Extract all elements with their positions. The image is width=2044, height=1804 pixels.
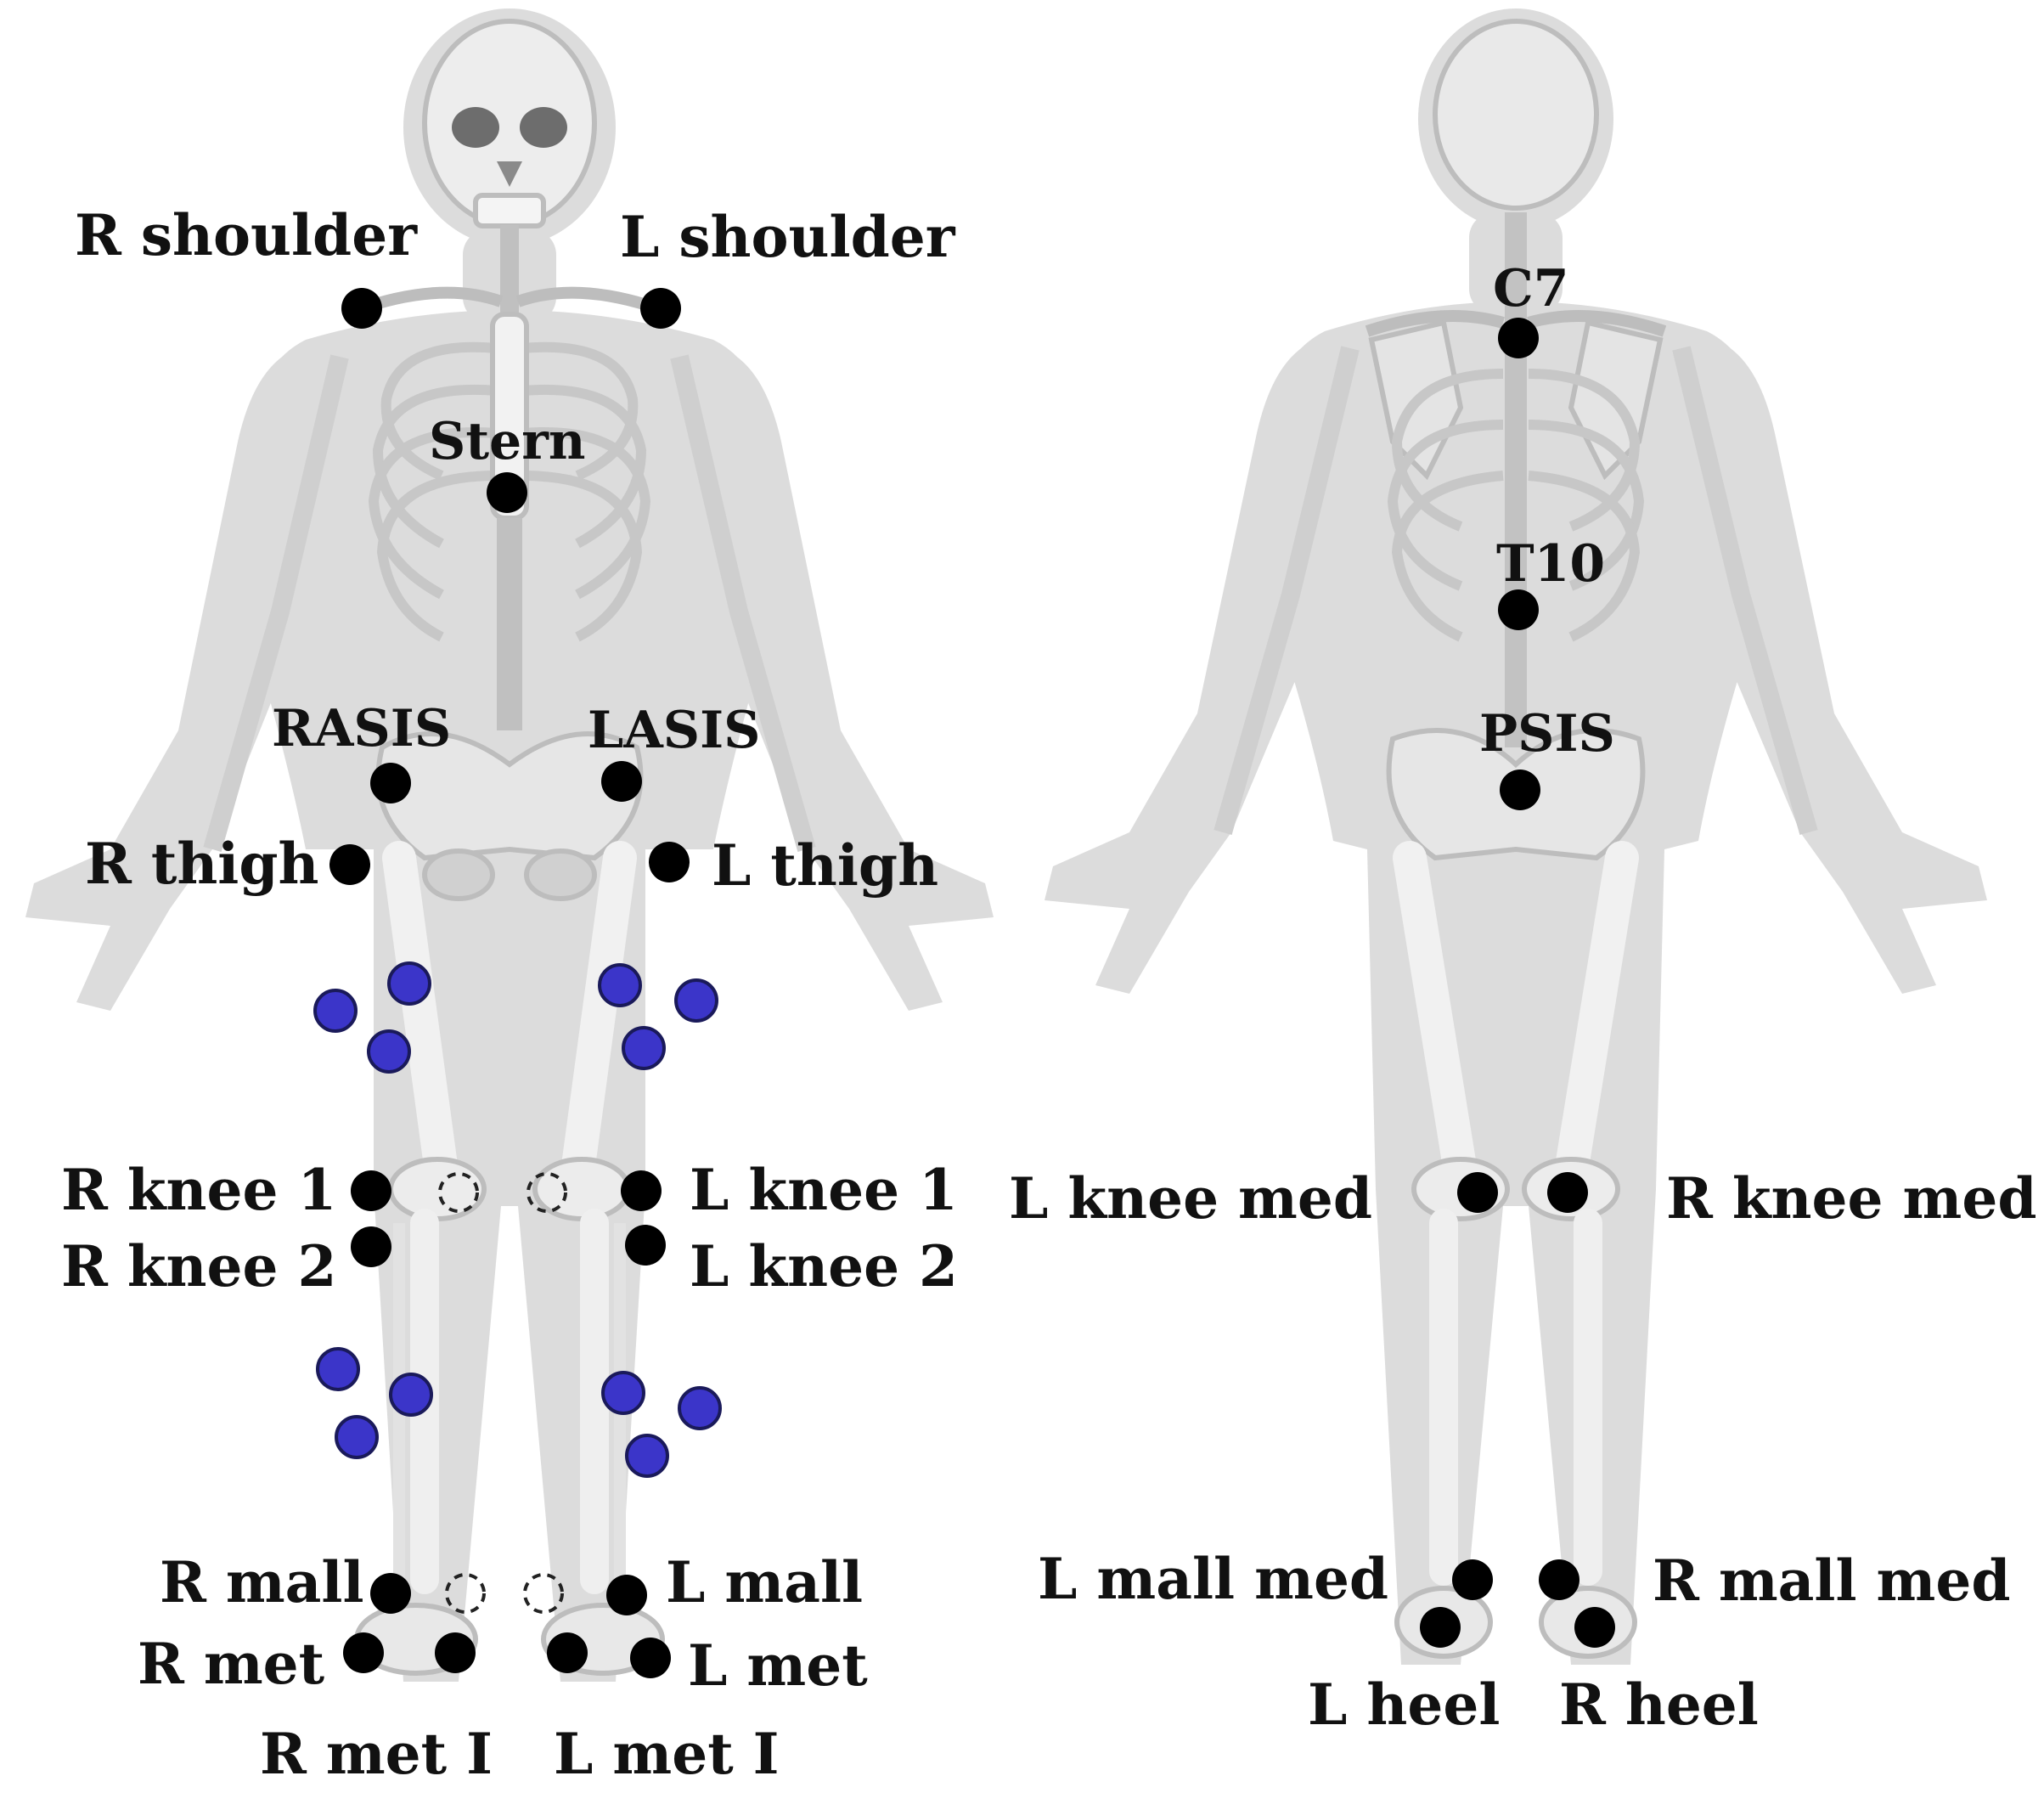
anatomical-markers-front: [329, 288, 690, 1678]
cluster-marker-l-thigh-1: [598, 963, 642, 1007]
marker-r-knee-1: [351, 1170, 391, 1211]
label-r-met-i: R met I: [260, 1721, 493, 1787]
label-l-heel: L heel: [1308, 1672, 1500, 1738]
label-l-met: L met: [688, 1632, 868, 1699]
marker-l-shoulder: [640, 288, 681, 329]
virtual-marker-r-knee-med: [438, 1172, 479, 1213]
marker-t10: [1498, 589, 1539, 630]
label-t10: T10: [1496, 534, 1605, 594]
marker-l-mall: [606, 1575, 647, 1615]
back-labels: C7 T10 PSIS L knee med R knee med L mall…: [1009, 259, 2036, 1738]
marker-l-knee-2: [625, 1225, 666, 1266]
marker-l-heel: [1420, 1607, 1461, 1648]
label-r-knee-1: R knee 1: [61, 1157, 336, 1223]
label-l-met-i: L met I: [554, 1721, 780, 1787]
marker-stern: [487, 472, 527, 513]
label-r-knee-2: R knee 2: [61, 1233, 336, 1299]
cluster-marker-l-thigh-3: [622, 1026, 666, 1070]
cluster-marker-l-shank-1: [601, 1371, 645, 1415]
marker-psis: [1500, 770, 1540, 810]
front-pelvis: [375, 731, 644, 861]
label-l-knee-1: L knee 1: [690, 1157, 958, 1223]
label-r-mall: R mall: [160, 1549, 364, 1615]
label-r-met: R met: [138, 1631, 325, 1697]
front-labels: R shoulder L shoulder Stern RASIS LASIS …: [61, 202, 958, 1787]
back-skeleton: [1213, 19, 1818, 1659]
label-r-heel: R heel: [1559, 1672, 1759, 1738]
virtual-marker-l-mall-med: [523, 1573, 564, 1614]
marker-l-met-i: [547, 1632, 588, 1673]
label-r-mall-med: R mall med: [1653, 1547, 2011, 1614]
virtual-marker-l-knee-med: [526, 1172, 567, 1213]
marker-r-met-i: [435, 1632, 476, 1673]
marker-l-thigh: [649, 842, 690, 882]
marker-lasis: [601, 761, 642, 802]
marker-r-mall-med: [1539, 1559, 1579, 1600]
marker-l-knee-1: [621, 1170, 662, 1211]
label-stern: Stern: [429, 412, 585, 471]
marker-r-heel: [1574, 1607, 1615, 1648]
virtual-marker-r-mall-med: [445, 1573, 486, 1614]
marker-r-met: [343, 1632, 384, 1673]
marker-l-mall-med: [1452, 1559, 1493, 1600]
front-skeleton: [203, 19, 816, 1676]
marker-c7: [1498, 318, 1539, 358]
marker-r-mall: [370, 1573, 411, 1614]
cluster-marker-r-thigh-3: [367, 1029, 411, 1074]
marker-rasis: [370, 763, 411, 803]
cluster-marker-r-shank-1: [316, 1347, 360, 1391]
cluster-markers: [313, 961, 722, 1478]
cluster-marker-l-thigh-2: [674, 978, 718, 1023]
cluster-marker-r-shank-3: [335, 1415, 379, 1459]
back-skull: [1433, 19, 1599, 211]
label-l-mall: L mall: [666, 1549, 863, 1615]
label-r-knee-med: R knee med: [1666, 1165, 2036, 1232]
anatomical-markers-back: [1420, 318, 1615, 1648]
label-l-thigh: L thigh: [712, 832, 938, 899]
marker-r-knee-med: [1547, 1172, 1588, 1213]
label-r-shoulder: R shoulder: [75, 202, 418, 268]
label-rasis: RASIS: [272, 699, 451, 758]
marker-r-shoulder: [341, 288, 382, 329]
label-c7: C7: [1493, 259, 1569, 319]
label-l-shoulder: L shoulder: [620, 204, 956, 270]
cluster-marker-r-thigh-1: [313, 989, 358, 1033]
marker-l-knee-med: [1457, 1172, 1498, 1213]
back-ribcage: [1387, 369, 1645, 642]
back-figure: [1045, 8, 1987, 1665]
cluster-marker-l-shank-3: [625, 1434, 669, 1478]
label-r-thigh: R thigh: [85, 831, 319, 897]
cluster-marker-r-thigh-2: [387, 961, 431, 1006]
marker-r-thigh: [329, 844, 370, 885]
front-ribcage: [368, 341, 651, 642]
label-psis: PSIS: [1479, 704, 1615, 764]
front-figure: [25, 8, 994, 1682]
marker-r-knee-2: [351, 1226, 391, 1267]
label-l-knee-2: L knee 2: [690, 1233, 958, 1299]
cluster-marker-r-shank-2: [389, 1373, 433, 1417]
virtual-markers: [438, 1172, 567, 1614]
label-lasis: LASIS: [588, 701, 760, 760]
marker-l-met: [630, 1638, 671, 1678]
label-l-knee-med: L knee med: [1009, 1165, 1372, 1232]
label-l-mall-med: L mall med: [1038, 1546, 1388, 1612]
cluster-marker-l-shank-2: [678, 1386, 722, 1430]
